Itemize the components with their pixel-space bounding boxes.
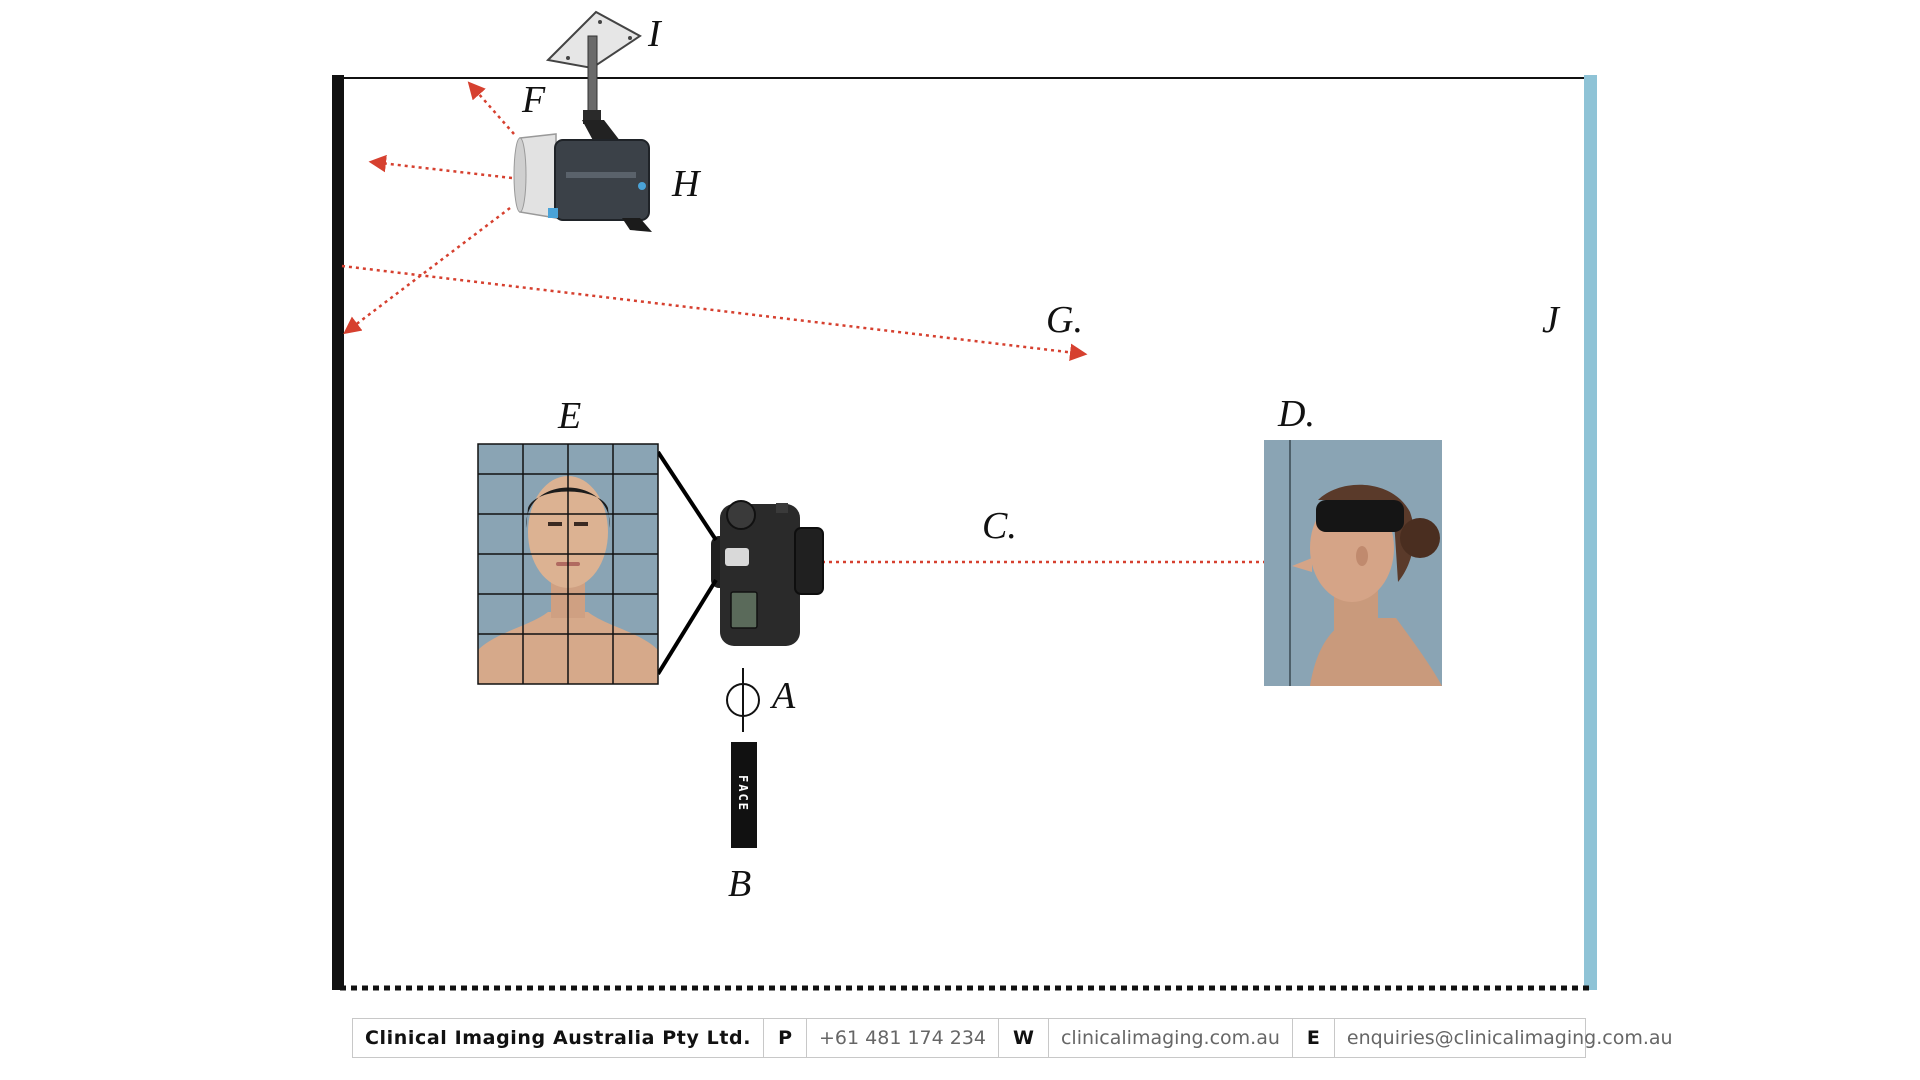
label-g: G.	[1046, 299, 1083, 341]
left-wall	[332, 75, 344, 990]
label-f: F	[521, 79, 546, 121]
profile-face-photo-d	[1264, 440, 1442, 686]
label-h: H	[671, 163, 702, 205]
label-j: J	[1542, 299, 1561, 341]
crosshair-icon	[726, 668, 760, 732]
ray-f	[467, 81, 515, 135]
footer-phone[interactable]: +61 481 174 234	[807, 1019, 1000, 1057]
background-wall-j	[1584, 75, 1597, 990]
footer-email-link[interactable]: enquiries@clinicalimaging.com.au	[1346, 1027, 1673, 1049]
footer-web-link[interactable]: clinicalimaging.com.au	[1049, 1019, 1293, 1057]
face-card-icon: FACE	[731, 742, 757, 848]
studio-flash-icon	[513, 133, 652, 232]
label-i: I	[647, 13, 663, 55]
camera-icon	[711, 500, 824, 646]
label-e: E	[557, 395, 581, 437]
footer-phone-key: P	[764, 1019, 807, 1057]
label-b: B	[728, 863, 751, 905]
footer-email-key: E	[1293, 1019, 1335, 1057]
ray-g-bounce	[341, 264, 1088, 362]
label-c: C.	[982, 505, 1017, 547]
frontal-face-photo-e	[477, 443, 659, 685]
label-d: D.	[1277, 393, 1315, 435]
footer-company: Clinical Imaging Australia Pty Ltd.	[353, 1019, 765, 1057]
light-rays	[341, 81, 1296, 571]
ray-to-left-wall-top	[368, 154, 513, 180]
footer-web-key: W	[999, 1019, 1049, 1057]
face-card-text: FACE	[736, 775, 750, 812]
view-line-bottom	[656, 578, 718, 676]
label-a: A	[769, 675, 796, 717]
contact-footer: Clinical Imaging Australia Pty Ltd. P +6…	[352, 1018, 1673, 1058]
view-line-top	[656, 450, 718, 542]
